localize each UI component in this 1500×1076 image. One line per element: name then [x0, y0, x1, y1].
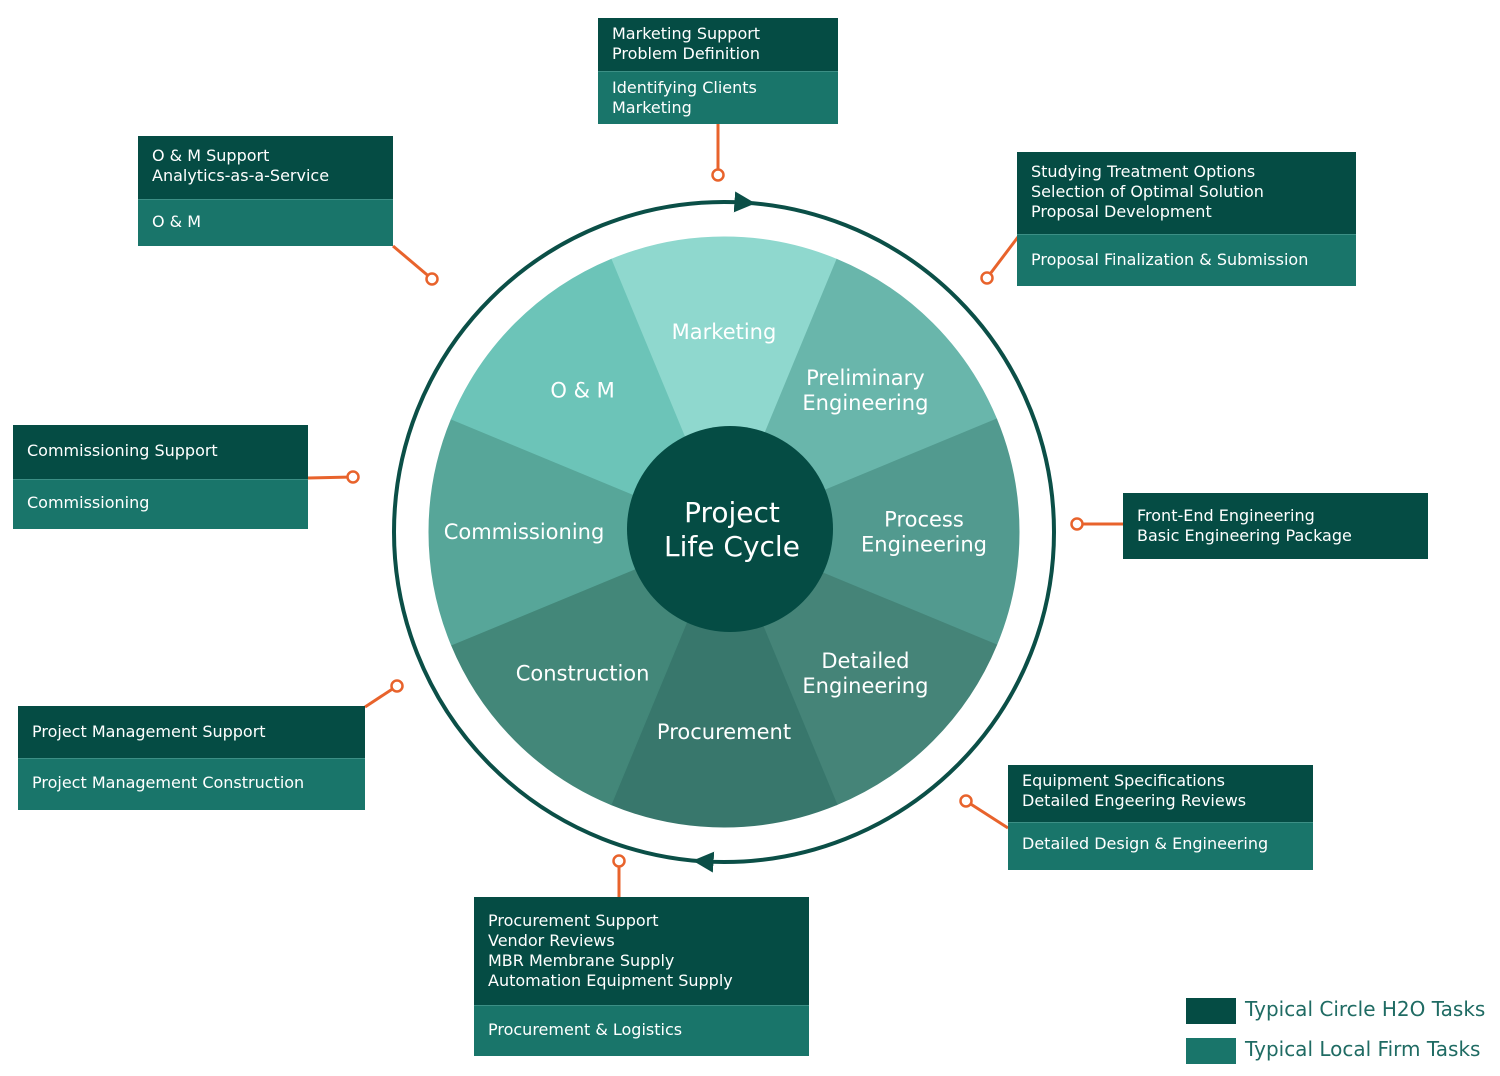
- stage-label: Construction: [516, 661, 650, 685]
- stage-label-line: Procurement: [657, 720, 791, 744]
- task-box-om: O & M Support Analytics-as-a-Service O &…: [138, 136, 393, 246]
- legend-item-circle-h2o: Typical Circle H2O Tasks: [1186, 997, 1496, 1024]
- cycle-arrow-icon: [700, 191, 756, 213]
- circle-h2o-tasks: Studying Treatment Options Selection of …: [1017, 152, 1356, 234]
- connector-dot: [980, 271, 994, 285]
- stage-label: O & M: [550, 379, 614, 403]
- task-label: Procurement & Logistics: [488, 1020, 683, 1039]
- stage-wedge: [722, 418, 1020, 646]
- task-label: Proposal Finalization & Submission: [1031, 250, 1309, 269]
- local-firm-tasks: O & M: [138, 199, 393, 246]
- local-firm-tasks: Commissioning: [13, 479, 308, 529]
- center-circle: [627, 426, 833, 632]
- stage-label-line: Preliminary: [806, 366, 925, 390]
- task-box-commissioning: Commissioning Support Commissioning: [13, 425, 308, 529]
- task-label: Proposal Development: [1031, 202, 1212, 221]
- stage-label-line: Engineering: [802, 674, 928, 698]
- circle-h2o-tasks: Project Management Support: [18, 706, 365, 758]
- stage-label-line: O & M: [550, 379, 614, 403]
- connector-dot: [346, 470, 360, 484]
- task-label: Identifying Clients: [612, 78, 757, 97]
- task-box-preliminary-engineering: Studying Treatment Options Selection of …: [1017, 152, 1356, 286]
- circle-h2o-tasks: Marketing Support Problem Definition: [598, 18, 838, 71]
- connector-line: [307, 475, 354, 480]
- task-box-construction: Project Management Support Project Manag…: [18, 706, 365, 810]
- connector-dot: [711, 168, 725, 182]
- connector-line: [392, 244, 433, 281]
- connector-line: [965, 799, 1009, 830]
- cycle-arrow-icon: [692, 851, 748, 873]
- stage-label-line: Process: [884, 508, 964, 532]
- connectors: [307, 124, 1123, 897]
- circle-h2o-tasks: Equipment Specifications Detailed Engeer…: [1008, 765, 1313, 822]
- task-label: Selection of Optimal Solution: [1031, 182, 1264, 201]
- task-label: Commissioning Support: [27, 441, 218, 460]
- circle-h2o-tasks: Procurement Support Vendor Reviews MBR M…: [474, 897, 809, 1005]
- connector-dot: [425, 272, 439, 286]
- task-box-marketing: Marketing Support Problem Definition Ide…: [598, 18, 838, 124]
- stage-label: Marketing: [672, 320, 777, 344]
- task-label: Basic Engineering Package: [1137, 526, 1352, 545]
- stage-wedge: [610, 236, 838, 534]
- cycle-ring: [392, 191, 1056, 873]
- circle-h2o-tasks: Front-End Engineering Basic Engineering …: [1123, 493, 1428, 559]
- task-label: O & M: [152, 212, 202, 231]
- center-label-line: Life Cycle: [664, 530, 800, 563]
- stage-label-line: Detailed: [821, 649, 909, 673]
- stage-label: Procurement: [657, 720, 791, 744]
- connector-line: [985, 236, 1020, 279]
- legend-swatch: [1186, 1038, 1236, 1064]
- task-label: Automation Equipment Supply: [488, 971, 733, 990]
- task-label: Commissioning: [27, 493, 150, 512]
- local-firm-tasks: Procurement & Logistics: [474, 1005, 809, 1056]
- stage-wedge: [428, 418, 726, 646]
- connector-dot: [1070, 517, 1084, 531]
- task-label: O & M Support: [152, 146, 270, 165]
- local-firm-tasks: Detailed Design & Engineering: [1008, 822, 1313, 870]
- legend-label: Typical Local Firm Tasks: [1245, 1037, 1481, 1061]
- task-label: Front-End Engineering: [1137, 506, 1315, 525]
- circle-h2o-tasks: O & M Support Analytics-as-a-Service: [138, 136, 393, 199]
- stage-label-line: Construction: [516, 661, 650, 685]
- local-firm-tasks: Proposal Finalization & Submission: [1017, 234, 1356, 286]
- stage-label: Commissioning: [444, 520, 605, 544]
- stage-label-line: Engineering: [861, 533, 987, 557]
- legend-item-local-firm: Typical Local Firm Tasks: [1186, 1037, 1496, 1064]
- task-label: Studying Treatment Options: [1031, 162, 1256, 181]
- task-label: MBR Membrane Supply: [488, 951, 675, 970]
- task-label: Equipment Specifications: [1022, 771, 1225, 790]
- stage-label-line: Marketing: [672, 320, 777, 344]
- local-firm-tasks: Project Management Construction: [18, 758, 365, 810]
- stage-wedge: [610, 530, 838, 828]
- task-box-procurement: Procurement Support Vendor Reviews MBR M…: [474, 897, 809, 1056]
- stage-label-line: Commissioning: [444, 520, 605, 544]
- connector-dot: [390, 679, 404, 693]
- legend-swatch: [1186, 998, 1236, 1024]
- connector-dot: [959, 794, 973, 808]
- task-label: Analytics-as-a-Service: [152, 166, 330, 185]
- task-label: Project Management Support: [32, 722, 266, 741]
- center-label-line: Project: [684, 496, 780, 529]
- task-label: Detailed Engeering Reviews: [1022, 791, 1247, 810]
- task-label: Marketing Support: [612, 24, 761, 43]
- task-box-detailed-engineering: Equipment Specifications Detailed Engeer…: [1008, 765, 1313, 870]
- stage-label-line: Engineering: [802, 391, 928, 415]
- task-label: Project Management Construction: [32, 773, 305, 792]
- task-label: Marketing: [612, 98, 692, 117]
- legend-label: Typical Circle H2O Tasks: [1245, 997, 1486, 1021]
- circle-h2o-tasks: Commissioning Support: [13, 425, 308, 479]
- task-label: Detailed Design & Engineering: [1022, 834, 1269, 853]
- task-box-process-engineering: Front-End Engineering Basic Engineering …: [1123, 493, 1428, 559]
- local-firm-tasks: Identifying Clients Marketing: [598, 71, 838, 124]
- task-label: Problem Definition: [612, 44, 760, 63]
- task-label: Vendor Reviews: [488, 931, 615, 950]
- task-label: Procurement Support: [488, 911, 659, 930]
- connector-dot: [612, 854, 626, 868]
